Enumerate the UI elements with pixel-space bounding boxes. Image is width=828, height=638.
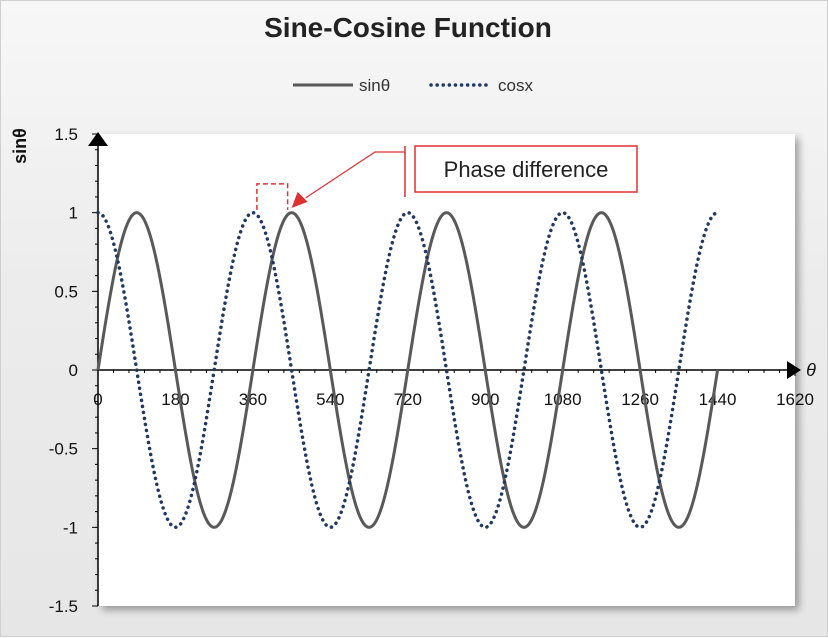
x-tick-label: 900 (471, 390, 499, 409)
legend-label-cos: cosx (498, 76, 533, 95)
x-tick-label: 360 (239, 390, 267, 409)
phase-bracket (256, 183, 289, 210)
leader-arrowhead (291, 191, 308, 208)
y-tick-label: 0 (69, 361, 78, 380)
x-axis-title: θ (806, 360, 816, 380)
series-layer (96, 210, 720, 530)
annotation-box (414, 145, 638, 193)
y-tick-label: 0.5 (54, 282, 78, 301)
y-tick-label: -0.5 (49, 440, 78, 459)
y-tick-label: -1 (63, 518, 78, 537)
y-axis-title: sinθ (10, 128, 30, 164)
annotation-label: Phase difference (444, 157, 609, 182)
annotation-layer: Phase difference (256, 145, 638, 210)
tick-labels: 1.5 1 0.5 0 -0.5 -1 -1.5 0 180 360 540 720 900 1080 12… (49, 125, 814, 616)
x-tick-label: 540 (316, 390, 344, 409)
x-tick-label: 720 (394, 390, 422, 409)
series-line-cos (96, 210, 720, 530)
x-axis-arrow (787, 361, 801, 379)
x-tick-label: 1440 (699, 390, 737, 409)
y-tick-label: 1 (69, 204, 78, 223)
x-tick-label: 1260 (621, 390, 659, 409)
x-tick-label: 180 (161, 390, 189, 409)
legend-label-sin: sinθ (359, 76, 390, 95)
x-tick-label: 1080 (544, 390, 582, 409)
legend: sinθ cosx (293, 76, 533, 95)
x-tick-label: 1620 (776, 390, 814, 409)
x-tick-label: 0 (93, 390, 102, 409)
y-tick-label: 1.5 (54, 125, 78, 144)
chart-title: Sine-Cosine Function (264, 12, 552, 43)
leader-line (305, 151, 405, 199)
y-tick-label: -1.5 (49, 597, 78, 616)
series-line-sin (96, 211, 720, 529)
y-axis-arrow (88, 132, 108, 146)
